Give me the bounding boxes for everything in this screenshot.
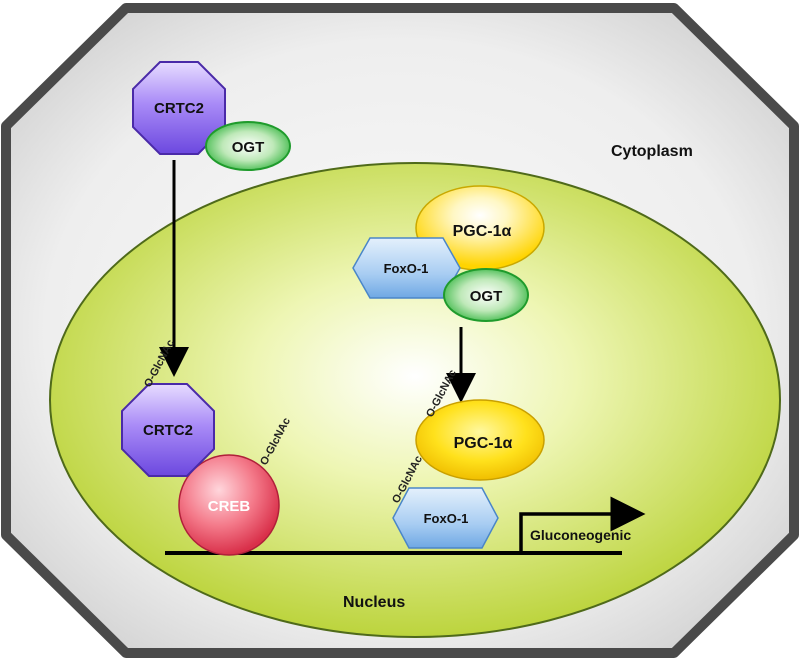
creb-label: CREB	[208, 498, 251, 515]
foxo1-protein-top	[352, 237, 461, 299]
foxo1-protein-bottom	[392, 487, 499, 549]
pgc1a-protein-bottom	[415, 399, 545, 481]
ogt-protein-top	[205, 121, 291, 171]
ogt-label-top: OGT	[232, 139, 265, 156]
crtc2-protein-bottom	[121, 383, 215, 477]
cytoplasm-label: Cytoplasm	[611, 143, 693, 160]
crtc2-protein-top	[132, 61, 226, 155]
ogt-protein-mid	[443, 268, 529, 322]
creb-protein	[178, 454, 280, 556]
foxo1-label-top: FoxO-1	[384, 261, 429, 276]
pgc1a-label-top: PGC-1α	[453, 223, 512, 240]
ogt-label-mid: OGT	[470, 288, 503, 305]
crtc2-label-top: CRTC2	[154, 100, 204, 117]
crtc2-label-bottom: CRTC2	[143, 422, 193, 439]
gene-label: Gluconeogenic	[530, 527, 631, 543]
nucleus-label: Nucleus	[343, 594, 405, 611]
gene-promoter-arrow	[519, 496, 646, 553]
pgc1a-label-bottom: PGC-1α	[454, 435, 513, 452]
foxo1-label-bottom: FoxO-1	[424, 511, 469, 526]
